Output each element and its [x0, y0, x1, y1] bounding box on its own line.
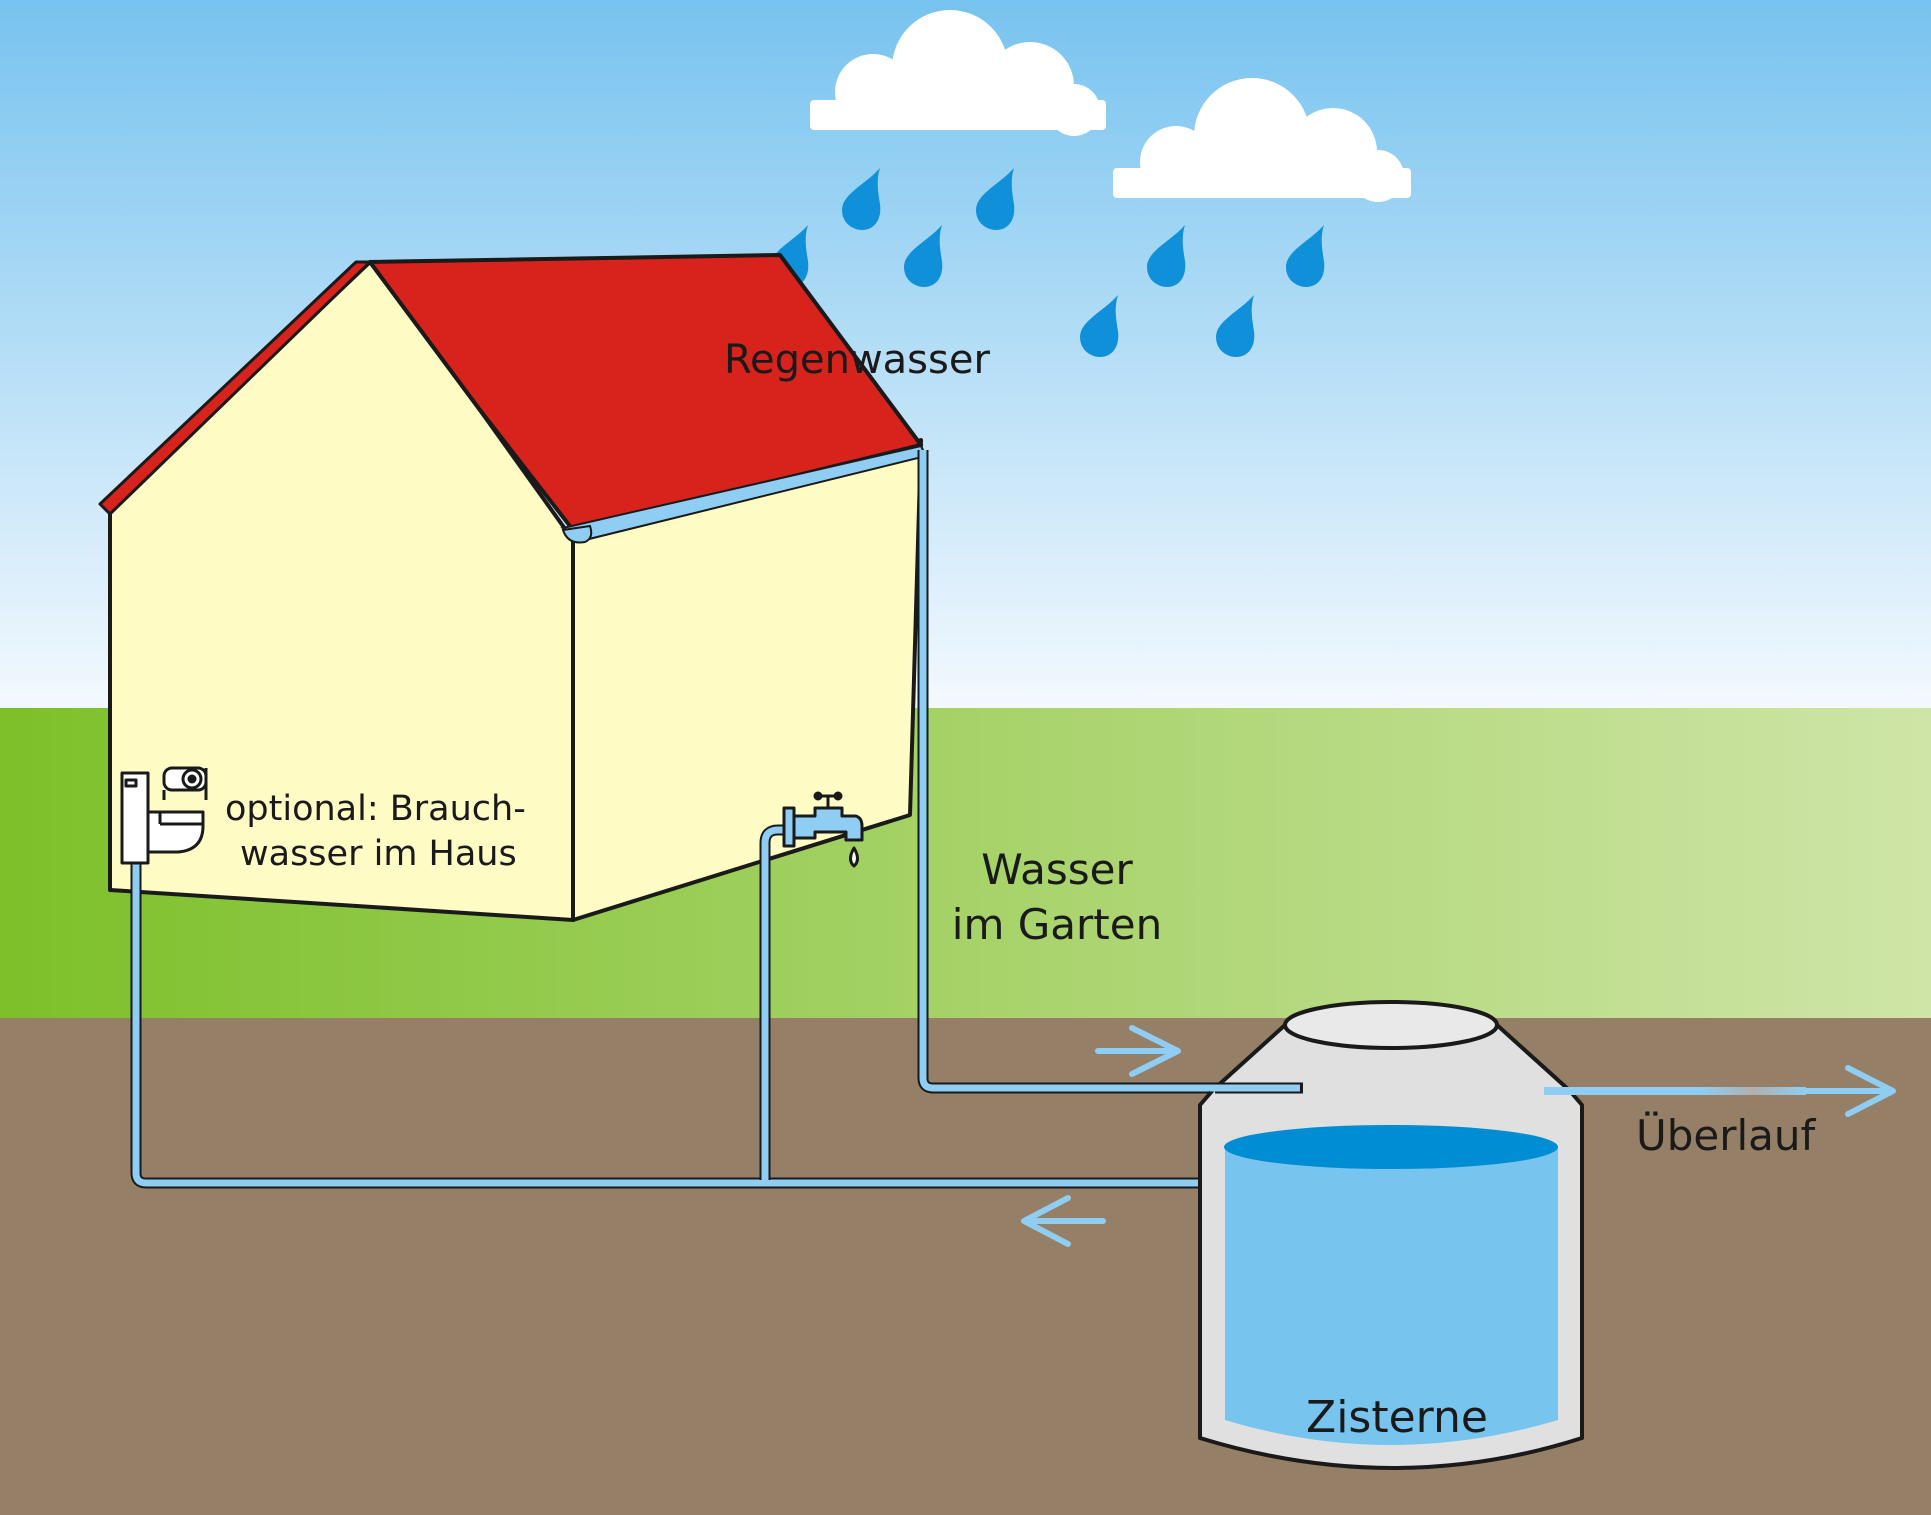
soil — [0, 1018, 1931, 1515]
arrow-icon — [1095, 1025, 1181, 1077]
raindrop-icon — [976, 168, 1015, 230]
gutter-end — [561, 524, 593, 544]
arrow-icon — [1021, 1195, 1106, 1247]
label-brauchwasser-2: wasser im Haus — [240, 834, 517, 874]
arrow-icon — [1803, 1065, 1896, 1117]
raindrop-icon — [842, 168, 881, 230]
label-garten-1: Wasser — [981, 845, 1133, 894]
toilet-icon — [120, 766, 208, 865]
water-surface — [1224, 1125, 1558, 1169]
cloud-icon — [810, 10, 1106, 136]
raindrop-icon — [1147, 225, 1186, 287]
raindrop-icon — [1216, 295, 1255, 357]
label-zisterne: Zisterne — [1306, 1392, 1488, 1443]
raindrop-icon — [904, 225, 943, 287]
label-garten-2: im Garten — [952, 900, 1162, 949]
label-regenwasser: Regenwasser — [724, 337, 990, 383]
cloud-icon — [1113, 78, 1411, 202]
label-ueberlauf: Überlauf — [1636, 1110, 1817, 1160]
raindrops — [770, 168, 1325, 357]
overflow-pipe — [1544, 1087, 1806, 1095]
label-brauchwasser-1: optional: Brauch- — [225, 789, 526, 829]
cistern — [1198, 1000, 1584, 1470]
raindrop-icon — [1080, 295, 1119, 357]
raindrop-icon — [1286, 225, 1325, 287]
roof-edge — [98, 260, 372, 516]
tap-icon — [782, 791, 864, 868]
